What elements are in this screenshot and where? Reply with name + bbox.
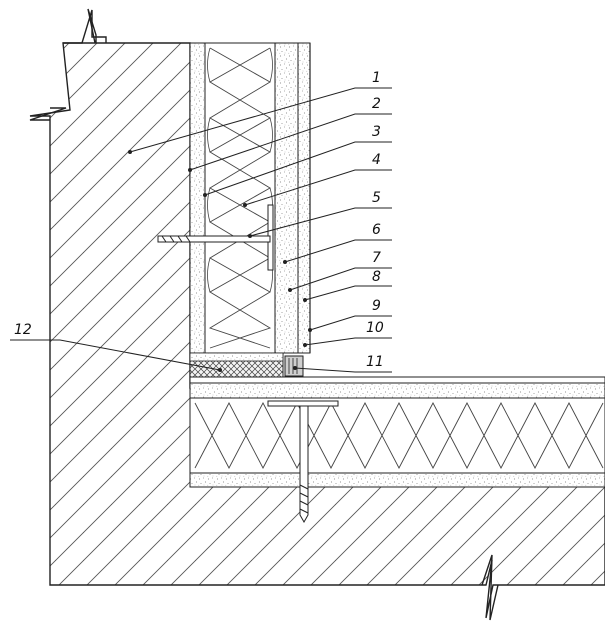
callout-2: 2 <box>372 96 381 112</box>
callout-3: 3 <box>372 124 381 140</box>
floor-top-finish <box>189 376 605 384</box>
leader-dots <box>128 150 312 372</box>
wall-inner-render-layer <box>189 42 206 354</box>
corner-insulation-top <box>189 352 284 362</box>
floor-anchor-dowel <box>299 405 309 524</box>
wall-insulation-layer <box>204 42 276 354</box>
callout-11: 11 <box>366 354 384 370</box>
break-line-top <box>63 9 107 44</box>
leader-lines <box>10 87 392 373</box>
floor-bottom-render <box>189 472 605 488</box>
callout-4: 4 <box>372 152 381 168</box>
concrete-structure <box>29 8 605 619</box>
callout-10: 10 <box>366 320 384 336</box>
callout-1: 1 <box>372 70 381 86</box>
floor-insulation-zigzag <box>194 402 604 469</box>
callout-7: 7 <box>372 250 381 266</box>
floor-insulation-layer <box>189 397 605 474</box>
callout-12: 12 <box>14 322 32 338</box>
floor-anchor-plate <box>267 400 339 407</box>
callout-6: 6 <box>372 222 381 238</box>
callout-9: 9 <box>372 298 381 314</box>
wall-outer-render-layer <box>274 42 299 354</box>
break-line-bottom <box>481 554 499 621</box>
callout-5: 5 <box>372 190 381 206</box>
seal-profile <box>284 355 304 377</box>
wall-anchor-dowel <box>157 235 271 243</box>
wall-facing-layer <box>297 42 311 354</box>
break-line-left <box>29 107 67 121</box>
floor-top-render <box>189 382 605 399</box>
wall-insulation-zigzag <box>208 47 272 349</box>
callout-8: 8 <box>372 269 381 285</box>
